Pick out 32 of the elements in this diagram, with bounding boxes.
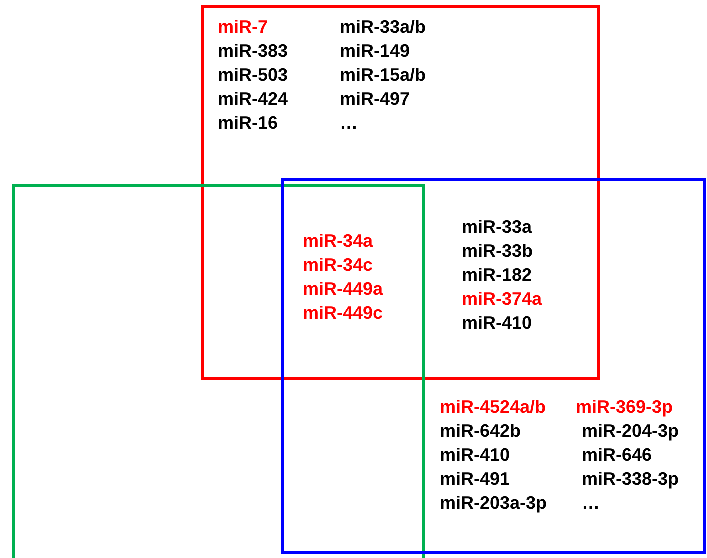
mirna-name: miR-16 <box>218 113 278 133</box>
mirna-name: miR-497 <box>340 89 410 109</box>
set-rectangle <box>201 5 600 380</box>
mirna-name: miR-449c <box>303 303 384 323</box>
mirna-name: miR-383 <box>218 41 288 61</box>
mirna-name: miR-15a/b <box>340 65 426 85</box>
mirna-name: miR-374a <box>462 289 542 309</box>
mirna-name: miR-338-3p <box>582 469 680 489</box>
mirna-name: miR-33a/b <box>340 17 426 37</box>
mirna-name: miR-33a <box>462 217 532 237</box>
set-rectangle <box>12 184 425 558</box>
mirna-name: … <box>340 113 358 133</box>
mirna-name: miR-203a-3p <box>440 493 548 513</box>
mirna-name: miR-642b <box>440 421 522 441</box>
mirna-name: miR-149 <box>340 41 410 61</box>
set-rectangle <box>281 178 706 554</box>
mirna-name: miR-491 <box>440 469 510 489</box>
mirna-name: miR-410 <box>440 445 510 465</box>
mirna-name: miR-4524a/b <box>440 397 546 417</box>
mirna-name: miR-182 <box>462 265 532 285</box>
mirna-name: miR-7 <box>218 17 268 37</box>
mirna-name: miR-410 <box>462 313 532 333</box>
mirna-name: miR-503 <box>218 65 288 85</box>
mirna-name: miR-369-3p <box>576 397 674 417</box>
mirna-name: … <box>582 493 600 513</box>
mirna-name: miR-204-3p <box>582 421 680 441</box>
mirna-name: miR-34a <box>303 231 374 251</box>
mirna-name: miR-34c <box>303 255 374 275</box>
mirna-name: miR-424 <box>218 89 288 109</box>
mirna-name: miR-646 <box>582 445 652 465</box>
mirna-name: miR-33b <box>462 241 534 261</box>
mirna-name: miR-449a <box>303 279 384 299</box>
